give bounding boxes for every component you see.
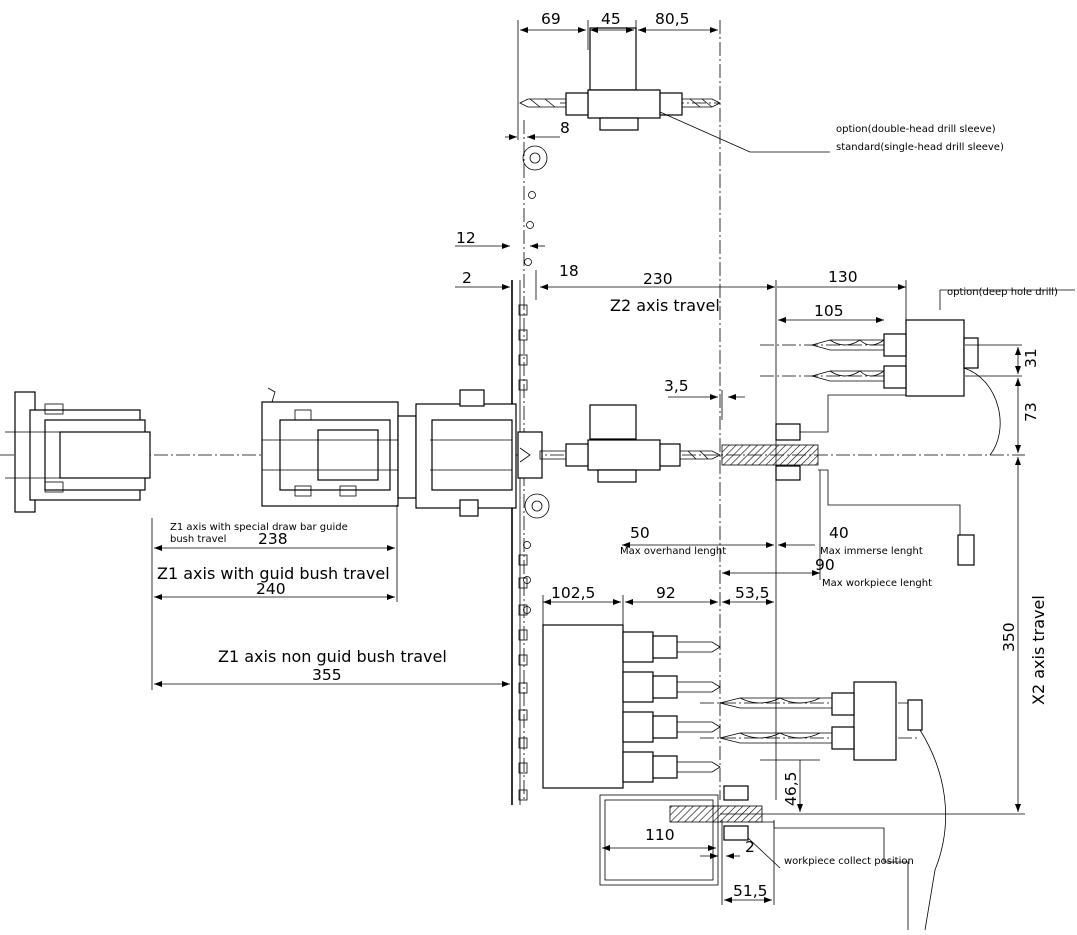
- label-x2-travel: X2 axis travel: [1029, 595, 1048, 705]
- dim-31: 31: [1022, 348, 1040, 368]
- label-z1-guide: Z1 axis with guid bush travel: [157, 564, 390, 583]
- label-max-workpiece: Max workpiece lenght: [822, 578, 932, 589]
- collect-position-area: [599, 785, 909, 930]
- label-z1-special-2: bush travel: [170, 534, 226, 545]
- dimension-lines: [151, 20, 1075, 905]
- note-double-head: option(double-head drill sleeve): [836, 124, 996, 135]
- dim-3-5: 3,5: [664, 377, 689, 395]
- dim-50: 50: [630, 524, 650, 542]
- workpiece-bar: [721, 394, 975, 566]
- dim-230: 230: [643, 270, 673, 288]
- note-collect-position: workpiece collect position: [784, 856, 914, 867]
- dim-240: 240: [256, 580, 286, 598]
- dim-46-5: 46,5: [782, 771, 800, 806]
- note-deep-hole: option(deep hole drill): [947, 287, 1058, 298]
- dim-18: 18: [559, 262, 579, 280]
- label-z1-special-1: Z1 axis with special draw bar guide: [170, 522, 348, 533]
- dim-92: 92: [656, 584, 676, 602]
- dim-73: 73: [1022, 402, 1040, 422]
- front-column: [511, 145, 550, 805]
- dim-69: 69: [541, 10, 561, 28]
- label-max-overhand: Max overhand lenght: [620, 546, 726, 557]
- dim-105: 105: [814, 302, 844, 320]
- dimension-texts: 69 45 80,5 8 option(double-head drill sl…: [157, 10, 1058, 900]
- label-z2-travel: Z2 axis travel: [610, 296, 720, 315]
- label-z1-non-guide: Z1 axis non guid bush travel: [218, 647, 447, 666]
- label-max-immerse: Max immerse lenght: [820, 546, 923, 557]
- dim-40: 40: [829, 524, 849, 542]
- dim-2-bottom: 2: [745, 838, 755, 856]
- lower-tool-block: [542, 624, 721, 789]
- center-drill-sleeve: [539, 404, 721, 483]
- lower-right-drill-unit: [719, 681, 947, 931]
- dim-45: 45: [601, 10, 621, 28]
- dim-350: 350: [1000, 622, 1018, 652]
- dim-53-5: 53,5: [735, 584, 770, 602]
- main-spindle: [5, 387, 543, 517]
- dim-2-top: 2: [462, 269, 472, 287]
- dim-8: 8: [560, 119, 570, 137]
- dim-110: 110: [645, 826, 675, 844]
- dim-12: 12: [456, 229, 476, 247]
- dim-130: 130: [828, 268, 858, 286]
- dim-80-5: 80,5: [655, 10, 690, 28]
- dim-102-5: 102,5: [551, 584, 595, 602]
- top-drill-sleeve: [519, 27, 721, 131]
- dim-238: 238: [258, 530, 288, 548]
- dim-355: 355: [312, 666, 342, 684]
- dim-90: 90: [815, 556, 835, 574]
- note-single-head: standard(single-head drill sleeve): [836, 142, 1004, 153]
- dim-51-5: 51,5: [733, 882, 768, 900]
- deep-hole-drill-unit: [810, 319, 1001, 456]
